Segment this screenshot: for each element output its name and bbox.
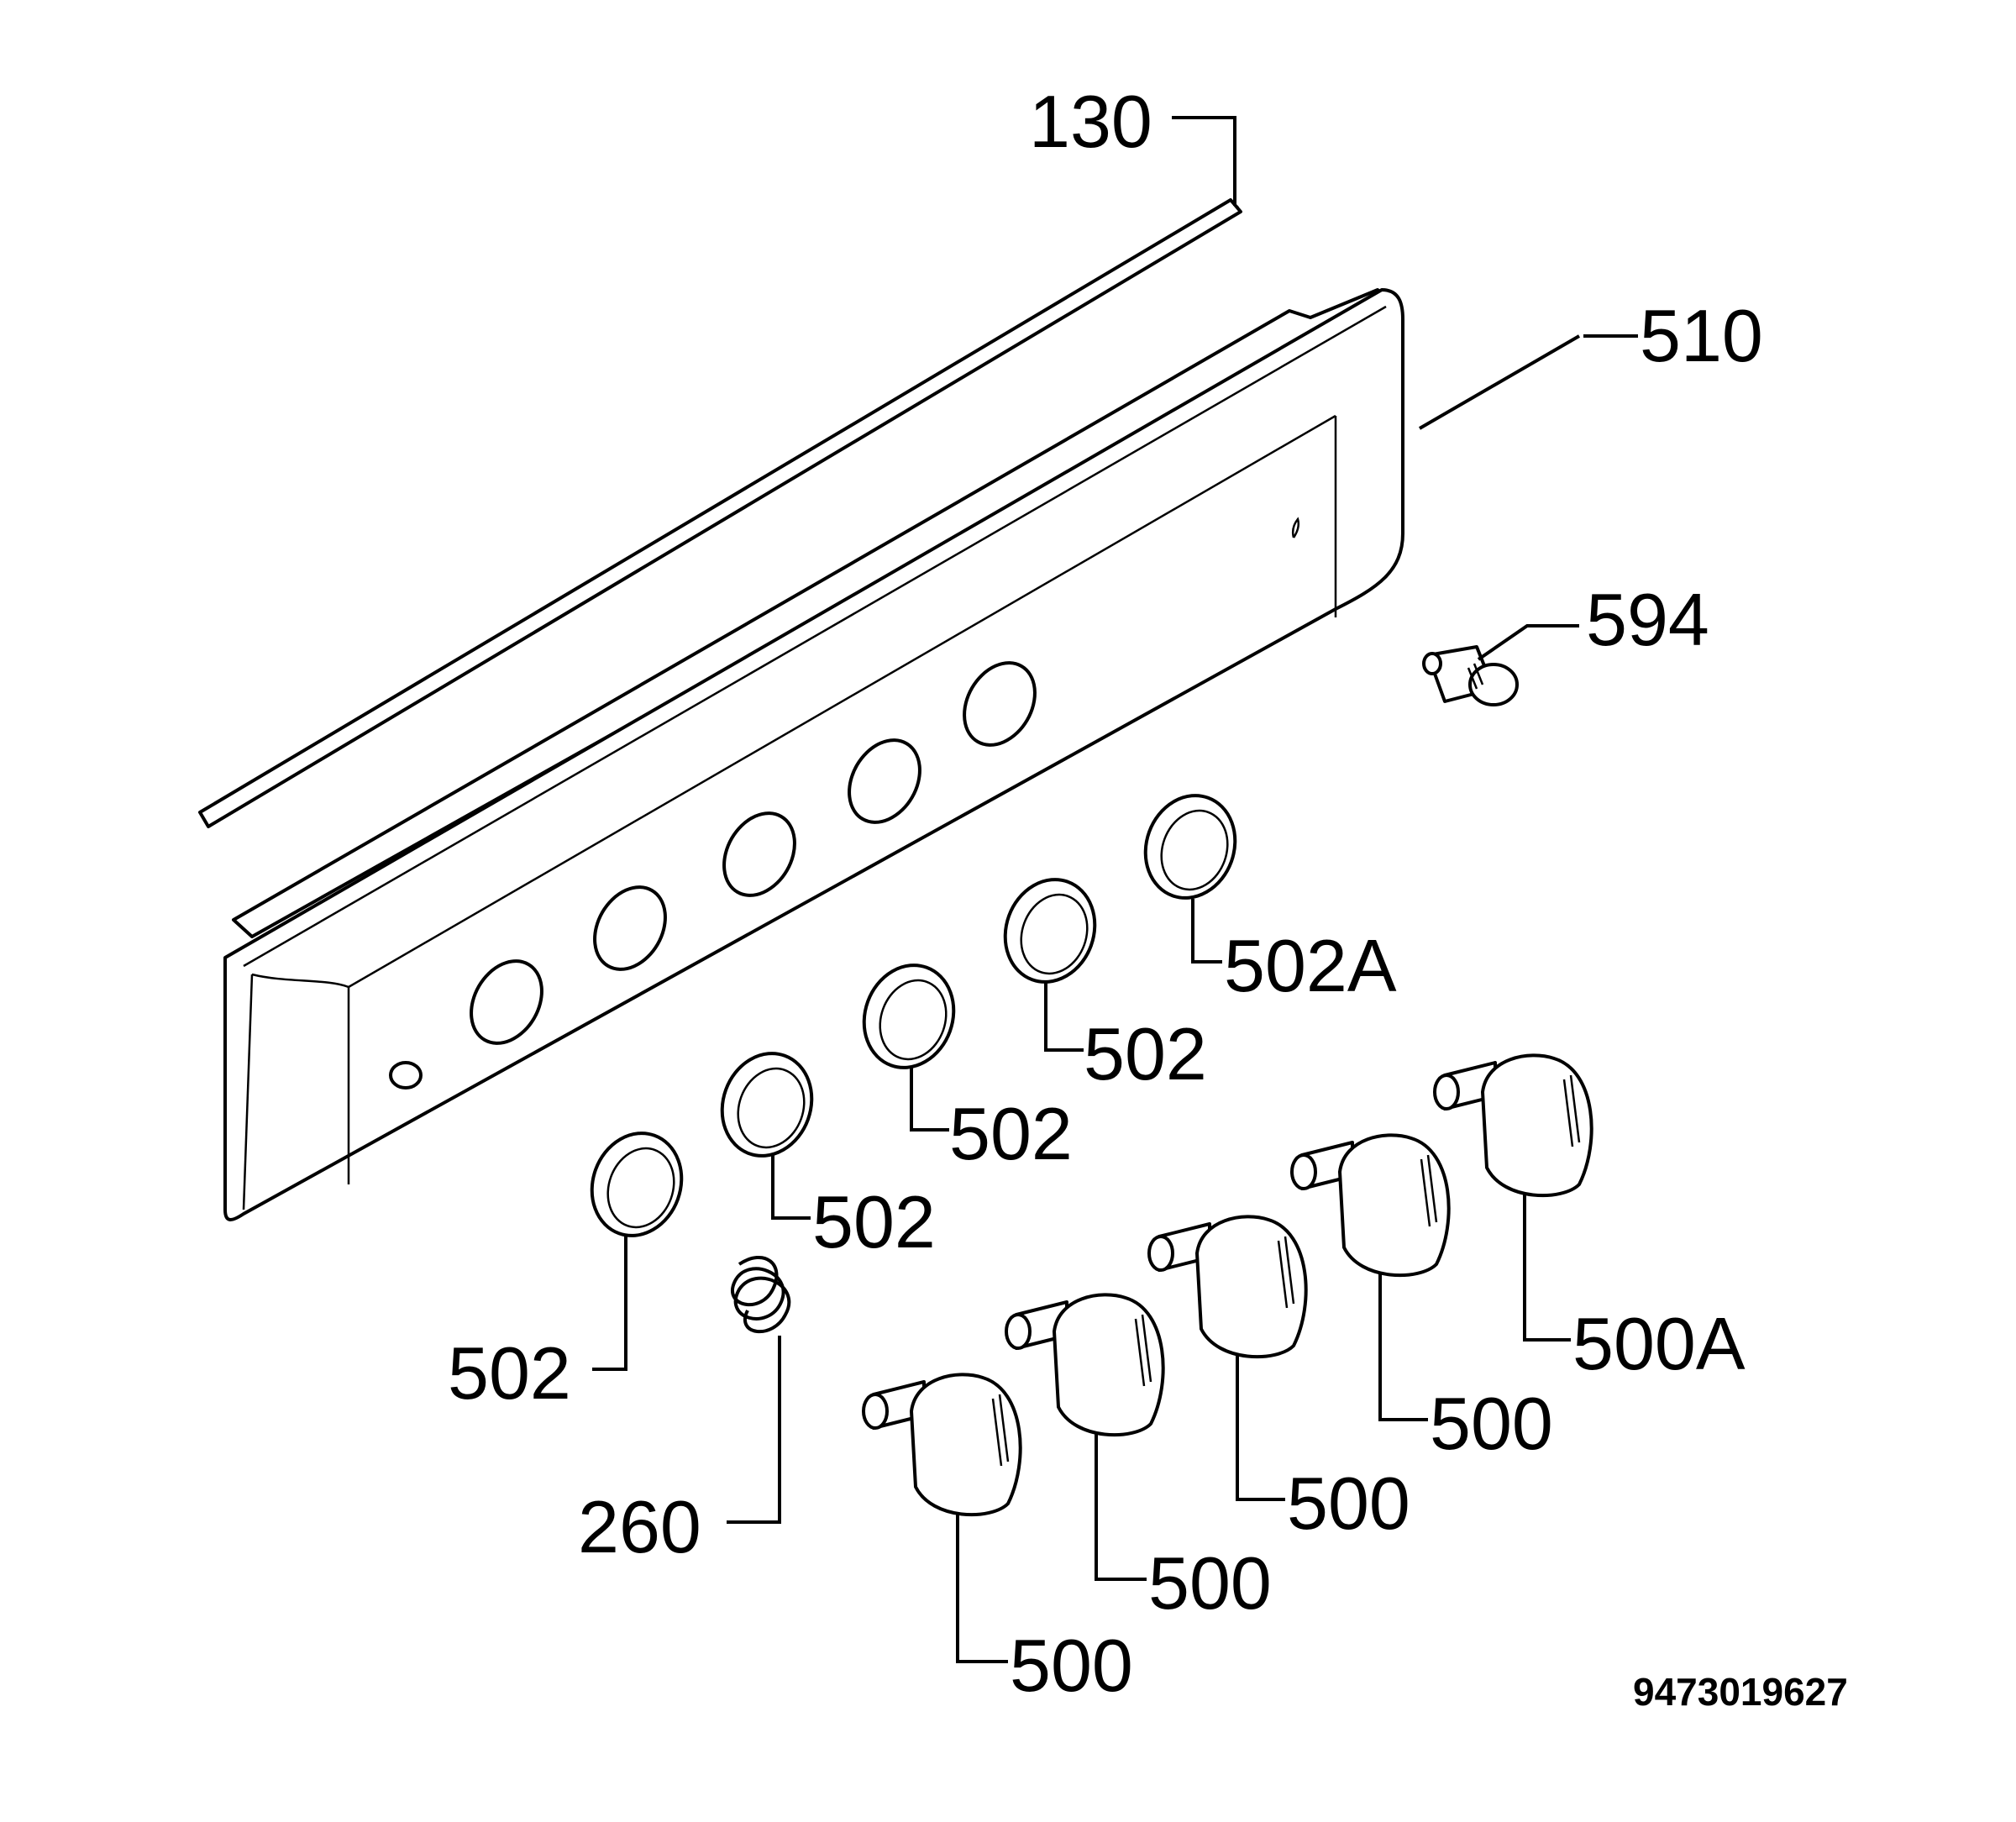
label-500: 500 [1430,1382,1553,1465]
gasket-strip-part [198,198,1242,828]
label-500A: 500A [1572,1302,1746,1385]
label-594: 594 [1586,578,1709,661]
label-502: 502 [949,1092,1073,1175]
control-knob-part [1005,1293,1165,1437]
leader-lines [592,116,1638,1663]
bezel-ring-part [1003,878,1097,984]
label-500: 500 [1010,1624,1133,1707]
label-500: 500 [1287,1462,1410,1545]
bezel-ring-part [862,964,956,1069]
control-knob-part [1290,1133,1451,1278]
control-panel-part [223,288,1404,1221]
spring-part [731,1255,791,1334]
label-502A: 502A [1224,924,1397,1007]
bezel-ring-part [720,1052,814,1158]
label-502: 502 [448,1331,571,1415]
label-260: 260 [578,1485,701,1568]
control-knob-part [1147,1215,1308,1359]
plug-part [1422,645,1519,706]
label-502: 502 [812,1180,936,1263]
label-502: 502 [1084,1012,1207,1095]
control-knob-part [1433,1053,1593,1198]
drawing-code: 9473019627 [1633,1670,1848,1714]
bezel-ring-part [590,1132,684,1237]
label-500: 500 [1148,1541,1272,1625]
label-130: 130 [1029,80,1152,163]
bezel-ring-part [1143,794,1237,900]
label-510: 510 [1640,294,1763,377]
control-knob-part [862,1373,1022,1517]
